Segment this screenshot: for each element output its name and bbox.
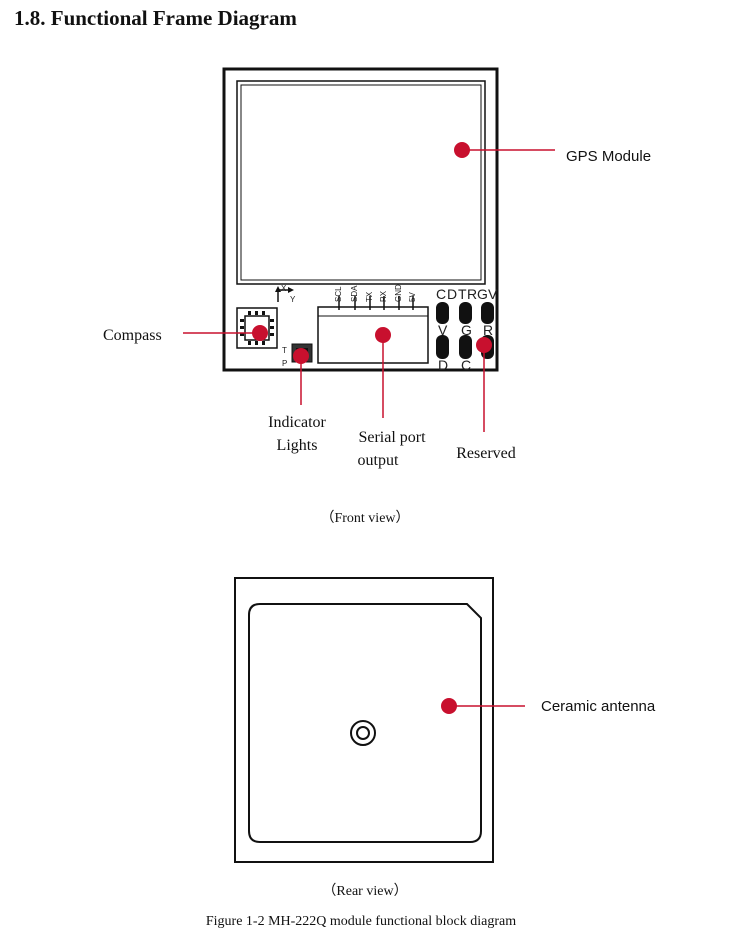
header-letter-r: R	[467, 286, 477, 302]
rear-board-outline	[234, 577, 494, 863]
front-view: X Y T P SCL SDA TX RX GND 5V	[103, 67, 651, 526]
pin-label-tx: TX	[365, 291, 374, 302]
callout-lines	[183, 149, 555, 432]
rear-view-caption: （Rear view）	[322, 883, 407, 899]
antenna-feed-outer	[350, 720, 376, 746]
front-view-caption: （Front view）	[320, 510, 409, 526]
axis-indicator: X Y	[275, 284, 296, 304]
header-pin	[436, 335, 449, 359]
gps-module-label: GPS Module	[566, 148, 651, 165]
pin-label-sda: SDA	[350, 285, 359, 302]
gps-module-dot	[454, 142, 470, 158]
header-letter-d2: D	[438, 357, 448, 373]
axis-x-label: X	[281, 284, 287, 293]
pin-label-5v: 5V	[408, 292, 417, 302]
indicator-lights-label-1: Indicator	[268, 414, 326, 431]
indicator-lights-dot	[293, 348, 309, 364]
header-letter-r2: R	[483, 322, 493, 338]
callout-dots	[252, 142, 492, 364]
header-pin	[481, 302, 494, 324]
header-letter-g2: G	[461, 322, 472, 338]
pin-label-scl: SCL	[334, 286, 343, 302]
section-heading: 1.8. Functional Frame Diagram	[14, 6, 297, 30]
gps-module-shield	[236, 80, 486, 285]
reserved-header: C D T R G V V G R D C	[436, 286, 498, 373]
serial-port-label-2: output	[358, 452, 399, 469]
gps-module-shield-inner	[240, 84, 482, 281]
reserved-label: Reserved	[456, 445, 516, 462]
header-letter-c: C	[436, 286, 446, 302]
figure-caption: Figure 1-2 MH-222Q module functional blo…	[206, 914, 516, 929]
header-letter-c2: C	[461, 357, 471, 373]
serial-port-dot	[375, 327, 391, 343]
header-letter-g: G	[477, 286, 488, 302]
front-board-outline	[222, 67, 499, 372]
compass-label: Compass	[103, 327, 162, 344]
compass-dot	[252, 325, 268, 341]
indicator-lights-label-2: Lights	[277, 437, 318, 454]
ceramic-antenna-patch	[248, 603, 482, 843]
led-letter-p: P	[282, 359, 287, 368]
axis-y-label: Y	[290, 295, 296, 304]
antenna-feed-inner	[356, 726, 370, 740]
header-pin	[436, 302, 449, 324]
pin-label-gnd: GND	[394, 284, 403, 302]
header-letter-v: V	[488, 286, 498, 302]
header-pin	[459, 302, 472, 324]
ceramic-antenna-label: Ceramic antenna	[541, 698, 656, 715]
header-letter-t: T	[458, 286, 467, 302]
header-letter-d: D	[447, 286, 457, 302]
rear-view: Ceramic antenna （Rear view）	[234, 577, 656, 899]
serial-port-label-1: Serial port	[358, 429, 426, 446]
reserved-dot	[476, 337, 492, 353]
pin-label-rx: RX	[379, 290, 388, 302]
header-letter-v2: V	[438, 322, 448, 338]
ceramic-antenna-dot	[441, 698, 457, 714]
header-pin	[459, 335, 472, 359]
led-letter-t: T	[282, 346, 287, 355]
serial-port-connector: SCL SDA TX RX GND 5V	[317, 284, 429, 364]
